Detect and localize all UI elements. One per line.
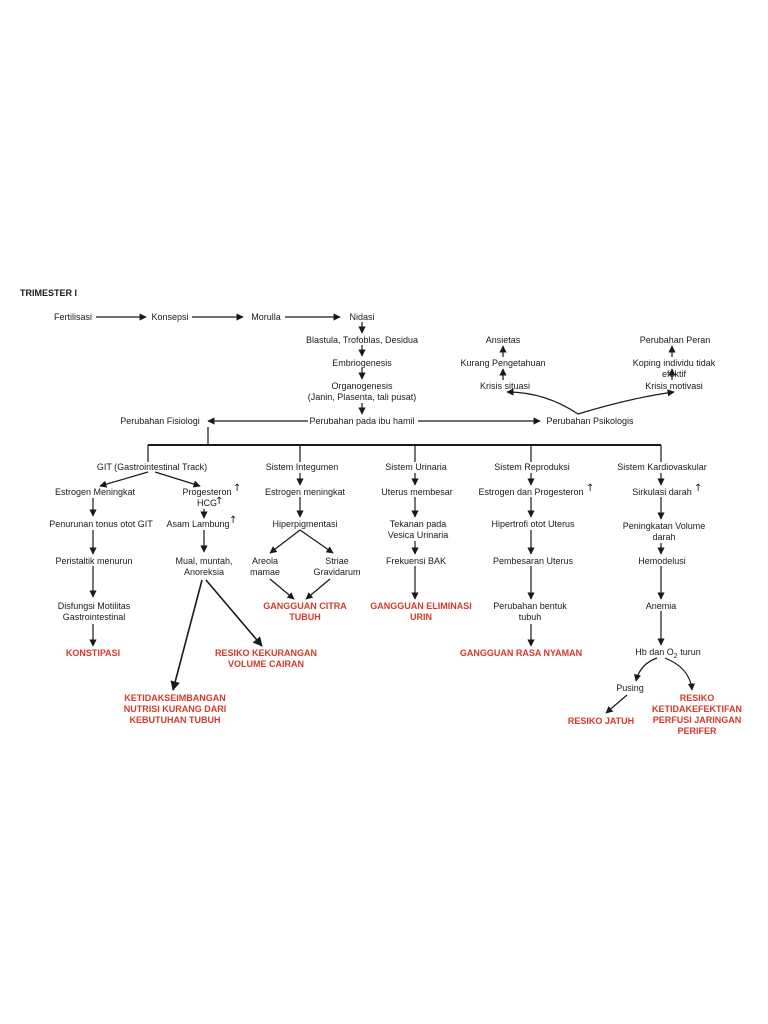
arrow-mual-resiko-kekurangan xyxy=(205,579,263,647)
node-git: GIT (Gastrointestinal Track) xyxy=(96,462,208,472)
diagnosis-resiko-jatuh: RESIKO JATUH xyxy=(567,716,635,726)
diagnosis-gangguan-rasa-nyaman: GANGGUAN RASA NYAMAN xyxy=(459,648,583,658)
hb-o2-subscript: 2 xyxy=(673,652,678,660)
diagnosis-gangguan-citra-tubuh: GANGGUAN CITRA TUBUH xyxy=(263,601,347,622)
arrow-mual-ketidakseimbangan xyxy=(170,579,203,691)
node-striae-gravidarum: Striae Gravidarum xyxy=(313,556,361,577)
node-peningkatan-volume: Peningkatan Volume darah xyxy=(622,521,706,542)
node-hb-o2-turun: Hb dan O2 turun xyxy=(635,647,700,662)
node-asam-lambung: Asam Lambung xyxy=(166,519,230,529)
arrow-git-estrogen xyxy=(99,471,149,488)
node-krisis-situasi: Krisis situasi xyxy=(479,381,531,391)
node-perubahan-ibu: Perubahan pada ibu hamil xyxy=(309,416,415,426)
arrow-to-krisis-motivasi xyxy=(577,389,675,415)
node-perubahan-fisiologi: Perubahan Fisiologi xyxy=(120,416,200,426)
diagram-title: TRIMESTER I xyxy=(20,288,78,298)
diagnosis-gangguan-eliminasi-urin: GANGGUAN ELIMINASI URIN xyxy=(370,601,472,622)
estrogen-progesteron-increase-icon: ↑ xyxy=(586,483,595,494)
node-blastula: Blastula, Trofoblas, Desidua xyxy=(305,335,419,345)
node-mual-muntah: Mual, muntah, Anoreksia xyxy=(175,556,233,577)
node-pembesaran-uterus: Pembesaran Uterus xyxy=(492,556,574,566)
node-sistem-kardiovaskular: Sistem Kardiovaskular xyxy=(617,462,707,472)
node-nidasi: Nidasi xyxy=(349,312,375,322)
node-estrogen-progesteron: Estrogen dan Progesteron xyxy=(478,487,584,497)
node-estrogen-meningkat-git: Estrogen Meningkat xyxy=(54,487,136,497)
node-penurunan-tonus: Penurunan tonus otot GIT xyxy=(49,519,153,529)
node-anemia: Anemia xyxy=(645,601,677,611)
node-uterus-membesar: Uterus membesar xyxy=(381,487,453,497)
asam-lambung-increase-icon: ↑ xyxy=(229,515,238,526)
diagnosis-ketidakseimbangan-nutrisi: KETIDAKSEIMBANGAN NUTRISI KURANG DARI KE… xyxy=(123,693,227,725)
sirkulasi-darah-increase-icon: ↑ xyxy=(694,483,703,494)
node-koping-individu: Koping individu tidak efektif xyxy=(632,358,716,379)
diagnosis-konstipasi: KONSTIPASI xyxy=(65,648,121,658)
arrow-hb-pusing xyxy=(633,657,658,682)
arrow-hiperpigmentasi-striae xyxy=(299,529,334,554)
progesteron-increase-icon: ↑ xyxy=(233,483,242,494)
arrow-pusing-resiko-jatuh xyxy=(605,694,628,714)
hcg-increase-icon: ↑ xyxy=(215,496,224,507)
node-sirkulasi-darah: Sirkulasi darah xyxy=(632,487,692,497)
arrow-areola-gangguan-citra xyxy=(269,578,295,600)
node-disfungsi-motilitas: Disfungsi Motilitas Gastrointestinal xyxy=(57,601,131,622)
hb-o2-suffix: turun xyxy=(677,647,701,657)
node-embriogenesis: Embriogenesis xyxy=(332,358,392,368)
node-kurang-pengetahuan: Kurang Pengetahuan xyxy=(460,358,546,368)
arrow-to-krisis-situasi xyxy=(506,388,579,415)
node-hiperpigmentasi: Hiperpigmentasi xyxy=(272,519,338,529)
node-fertilisasi: Fertilisasi xyxy=(53,312,93,322)
node-krisis-motivasi: Krisis motivasi xyxy=(645,381,703,391)
arrow-hiperpigmentasi-areola xyxy=(269,529,301,554)
node-hemodelusi: Hemodelusi xyxy=(638,556,686,566)
node-konsepsi: Konsepsi xyxy=(151,312,189,322)
node-perubahan-peran: Perubahan Peran xyxy=(639,335,711,345)
node-hipertrofi-otot: Hipertrofi otot Uterus xyxy=(491,519,575,529)
arrow-hb-resiko-ketidakefektifan xyxy=(664,657,695,691)
diagnosis-resiko-ketidakefektifan-perfusi: RESIKO KETIDAKEFEKTIFAN PERFUSI JARINGAN… xyxy=(652,693,742,736)
arrow-git-progesteron xyxy=(154,471,201,488)
node-frekuensi-bak: Frekuensi BAK xyxy=(385,556,447,566)
diagnosis-resiko-kekurangan-volume-cairan: RESIKO KEKURANGAN VOLUME CAIRAN xyxy=(214,648,318,669)
node-perubahan-bentuk: Perubahan bentuk tubuh xyxy=(493,601,567,622)
node-perubahan-psikologis: Perubahan Psikologis xyxy=(546,416,634,426)
node-tekanan-vesica: Tekanan pada Vesica Urinaria xyxy=(387,519,449,540)
hb-o2-prefix: Hb dan O xyxy=(635,647,674,657)
node-sistem-urinaria: Sistem Urinaria xyxy=(385,462,447,472)
node-organogenesis: Organogenesis (Janin, Plasenta, tali pus… xyxy=(307,381,417,402)
arrow-striae-gangguan-citra xyxy=(305,578,331,600)
node-progesteron-hcg: Progesteron HCG xyxy=(182,487,232,508)
node-morulla: Morulla xyxy=(251,312,281,322)
node-sistem-reproduksi: Sistem Reproduksi xyxy=(494,462,570,472)
node-estrogen-meningkat-int: Estrogen meningkat xyxy=(264,487,346,497)
node-areola-mamae: Areola mamae xyxy=(249,556,281,577)
node-pusing: Pusing xyxy=(616,683,644,693)
node-ansietas: Ansietas xyxy=(485,335,521,345)
node-sistem-integumen: Sistem Integumen xyxy=(265,462,339,472)
node-peristaltik: Peristaltik menurun xyxy=(55,556,133,566)
